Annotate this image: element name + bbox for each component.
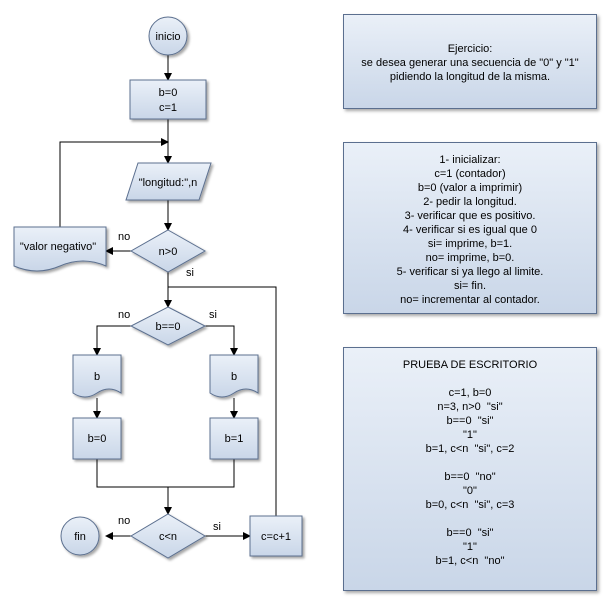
step-line: no= incrementar al contador. <box>400 294 540 306</box>
step-line: c=1 (contador) <box>434 168 506 180</box>
step-line: 2- pedir la longitud. <box>423 196 517 208</box>
desk-test-line: "1" <box>463 429 477 441</box>
edge-label-si-positive: si <box>186 267 194 279</box>
increment-process: c=c+1 <box>249 515 303 557</box>
edge-label-no-limit: no <box>118 515 130 527</box>
decision-positive-label: n>0 <box>159 246 178 258</box>
step-line: 3- verificar que es positivo. <box>404 210 536 222</box>
edge-checkb-left <box>93 325 131 356</box>
decision-b: b==0 <box>129 306 207 346</box>
step-line: 5- verificar si ya llego al limite. <box>396 266 544 278</box>
desk-test-panel: PRUEBA DE ESCRITORIO c=1, b=0 n=3, n>0 "… <box>343 347 597 591</box>
edge-label-no-negative: no <box>118 231 130 243</box>
edge-label-si-limit: si <box>213 521 221 533</box>
increment-label: c=c+1 <box>261 531 291 543</box>
step-line: 4- verificar si es igual que 0 <box>403 224 537 236</box>
negative-output-label: "valor negativo" <box>20 241 96 253</box>
step-line: no= imprime, b=0. <box>425 252 515 264</box>
input-parallelogram: "longitud:",n <box>125 162 212 201</box>
set-b1-label: b=1 <box>225 433 244 445</box>
step-line: si= imprime, b=1. <box>427 238 513 250</box>
input-label: "longitud:",n <box>139 177 198 189</box>
desk-test-line: b==0 "si" <box>446 527 494 539</box>
end-node: fin <box>60 516 100 556</box>
decision-b-label: b==0 <box>155 321 180 333</box>
init-line-1: b=0 <box>159 87 178 99</box>
exercise-line: se desea generar una secuencia de "0" y … <box>361 57 579 69</box>
desk-test-line: "0" <box>463 485 477 497</box>
step-line: b=0 (valor a imprimir) <box>417 182 523 194</box>
edge-label-si-b: si <box>209 309 217 321</box>
set-b0-label: b=0 <box>88 433 107 445</box>
desk-test-line: n=3, n>0 "si" <box>437 401 503 413</box>
desk-test-line <box>344 372 596 386</box>
step-line: si= fin. <box>453 280 487 292</box>
desk-test-line: c=1, b=0 <box>448 387 492 399</box>
decision-positive: n>0 <box>129 229 207 273</box>
desk-test-line: b==0 "no" <box>444 471 496 483</box>
set-b1-process: b=1 <box>209 417 259 460</box>
print-left-document: b <box>72 354 122 398</box>
desk-test-line <box>344 512 596 526</box>
desk-test-line: b=1, c<n "no" <box>435 555 505 567</box>
print-right-label: b <box>231 371 237 383</box>
exercise-line: pidiendo la longitud de la misma. <box>389 71 551 83</box>
negative-output-document: "valor negativo" <box>13 226 107 272</box>
print-left-label: b <box>94 371 100 383</box>
end-label: fin <box>74 531 86 543</box>
exercise-panel: Ejercicio: se desea generar una secuenci… <box>343 14 597 109</box>
print-right-document: b <box>209 354 259 398</box>
init-process: b=0 c=1 <box>129 79 207 120</box>
steps-panel: 1- inicializar: c=1 (contador) b=0 (valo… <box>343 142 597 314</box>
edge-label-no-b: no <box>118 309 130 321</box>
edge-setb0-merge <box>96 459 235 488</box>
desk-test-line: b=1, c<n "si", c=2 <box>425 443 515 455</box>
edge-increment-loop <box>168 286 277 516</box>
decision-limit-label: c<n <box>159 531 177 543</box>
init-line-2: c=1 <box>159 102 177 114</box>
set-b0-process: b=0 <box>72 417 122 460</box>
desk-test-line <box>344 456 596 470</box>
desk-test-line: "1" <box>463 541 477 553</box>
start-node: inicio <box>148 16 188 56</box>
exercise-line: Ejercicio: <box>447 43 493 55</box>
desk-test-title: PRUEBA DE ESCRITORIO <box>402 359 538 371</box>
decision-limit: c<n <box>130 513 206 559</box>
desk-test-line: b=0, c<n "si", c=3 <box>425 499 515 511</box>
desk-test-line: b==0 "si" <box>446 415 494 427</box>
start-label: inicio <box>155 31 180 43</box>
step-line: 1- inicializar: <box>439 154 501 166</box>
edge-checkb-right <box>205 325 238 356</box>
edge-negative-loop <box>59 138 169 227</box>
connectors <box>59 55 277 540</box>
